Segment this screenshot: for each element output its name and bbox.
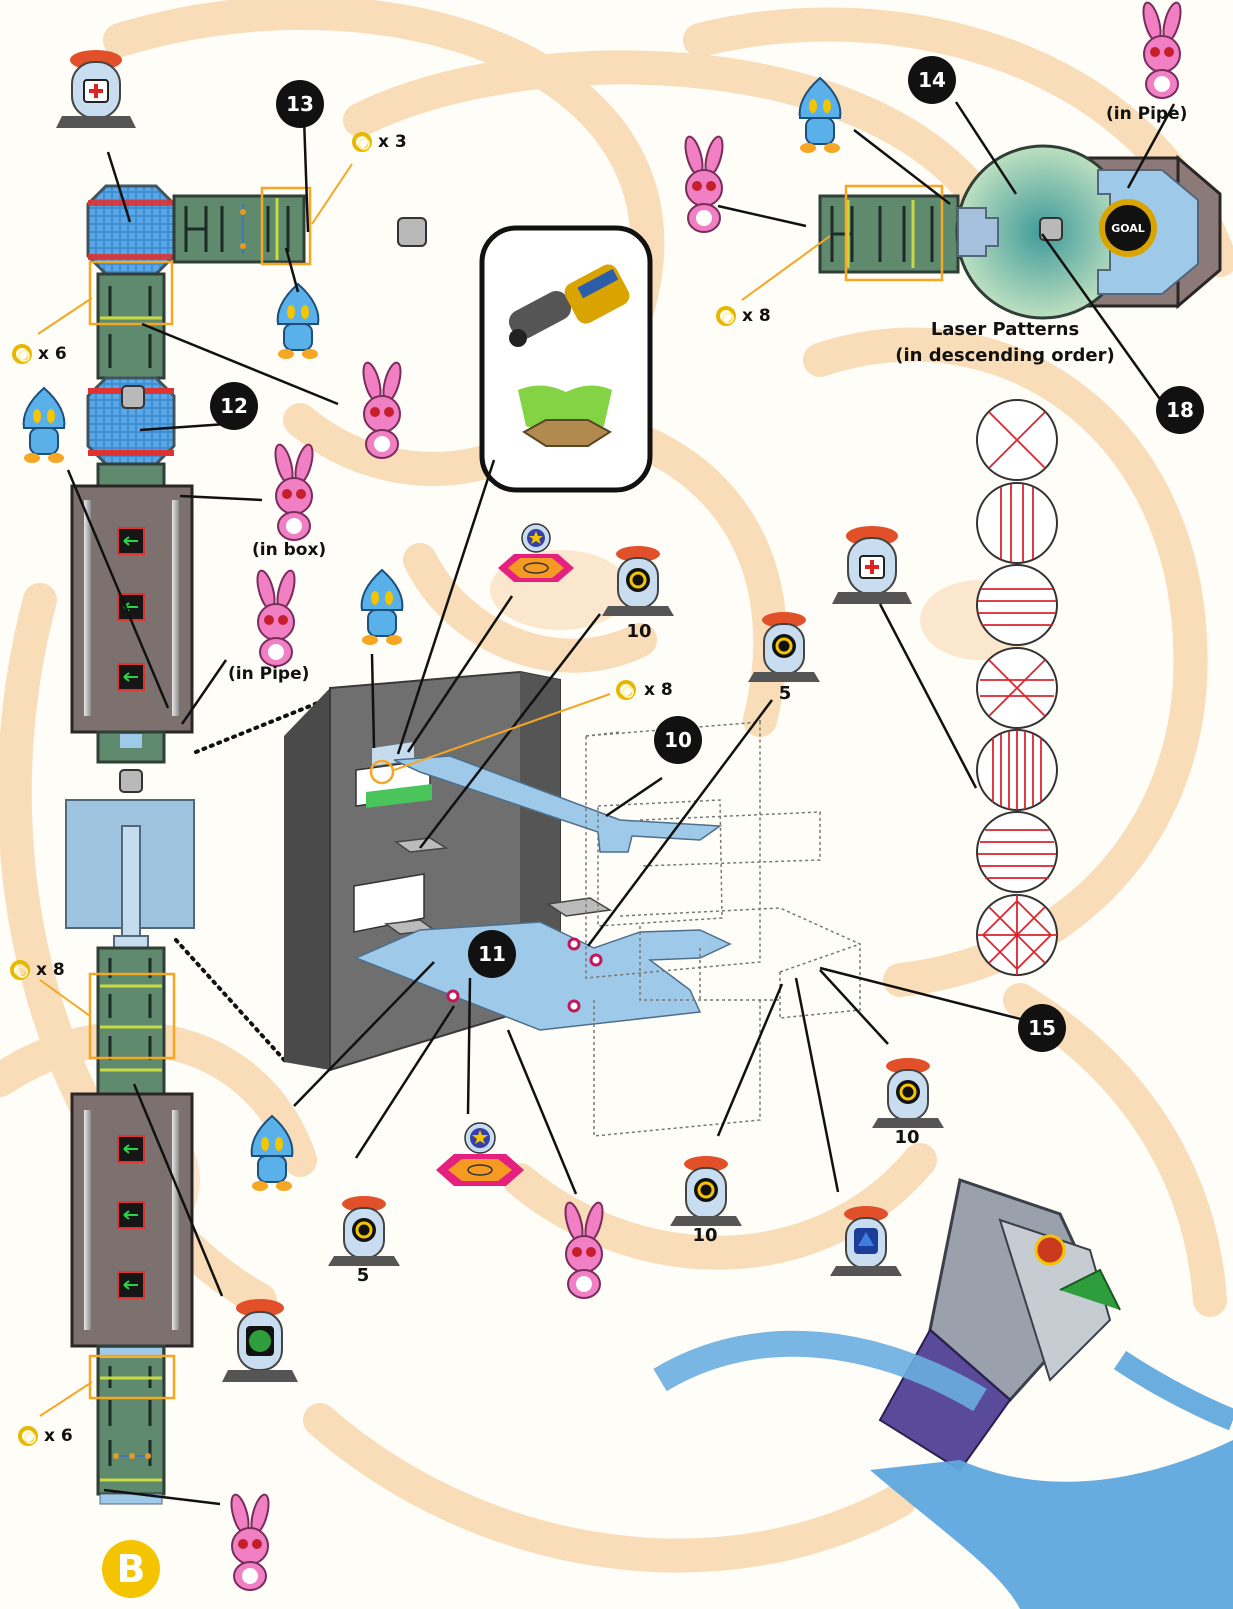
ring-count-top: x 3 <box>378 132 407 152</box>
ring-capsule-icon <box>328 1196 400 1266</box>
laser-pattern-1 <box>977 400 1057 480</box>
note-in-box: (in box) <box>252 540 326 560</box>
ring-icon <box>12 344 32 364</box>
health-capsule-icon <box>832 526 912 604</box>
ring-icon <box>352 132 372 152</box>
chao-icon <box>800 78 841 153</box>
marker-14: 14 <box>908 56 956 104</box>
laser-pattern-5 <box>977 730 1057 810</box>
checkpoint-star-post-icon <box>498 524 574 582</box>
goal-area <box>820 146 1220 318</box>
laser-patterns-caption: Laser Patterns (in descending order) <box>870 317 1140 369</box>
rabbit-icon <box>254 569 298 666</box>
marker-10: 10 <box>654 716 702 764</box>
marker-12: 12 <box>210 382 258 430</box>
health-capsule-icon <box>56 50 136 128</box>
chao-icon <box>252 1116 293 1191</box>
green-tornado-item-icon <box>518 385 612 446</box>
item-frame <box>482 228 650 490</box>
ring-icon <box>18 1426 38 1446</box>
rabbit-icon <box>272 443 316 540</box>
laser-pattern-4 <box>977 648 1057 728</box>
ring-count-left-upper: x 6 <box>38 344 67 364</box>
ring-count-left-mid: x 8 <box>36 960 65 980</box>
marker-18: 18 <box>1156 386 1204 434</box>
ring-icon <box>716 306 736 326</box>
ring-capsule-count: 5 <box>348 1266 378 1286</box>
laser-patterns-title: Laser Patterns <box>870 317 1140 343</box>
switch-block-top <box>398 218 426 246</box>
goal-ring: GOAL <box>1099 199 1157 257</box>
marker-11: 11 <box>468 930 516 978</box>
ring-count-goal-corridor: x 8 <box>742 306 771 326</box>
ring-capsule-icon <box>748 612 820 682</box>
ring-capsule-icon <box>602 546 674 616</box>
ring-capsule-count: 10 <box>892 1128 922 1148</box>
corridor-vertical-upper <box>98 274 164 378</box>
laser-patterns <box>977 400 1057 975</box>
corridor-vertical-middle <box>98 948 164 1094</box>
ring-capsule-icon <box>670 1156 742 1226</box>
ring-count-mid: x 8 <box>644 680 673 700</box>
rabbit-icon <box>1140 1 1184 98</box>
ring-icon <box>616 680 636 700</box>
chao-icon <box>362 570 403 645</box>
3d-structure <box>284 672 860 1136</box>
ring-icon <box>10 960 30 980</box>
ring-capsule-count: 10 <box>624 622 654 642</box>
chao-icon <box>278 284 319 359</box>
shield-capsule-icon <box>222 1299 298 1382</box>
rabbit-icon <box>360 361 404 458</box>
marker-13: 13 <box>276 80 324 128</box>
corridor-vertical-lower <box>98 1346 164 1494</box>
note-in-pipe-left: (in Pipe) <box>228 664 309 684</box>
ring-capsule-count: 5 <box>770 684 800 704</box>
laser-patterns-subtitle: (in descending order) <box>870 343 1140 369</box>
chao-icon <box>24 388 65 463</box>
rabbit-icon <box>682 135 726 232</box>
rabbit-icon <box>562 1201 606 1298</box>
ring-count-left-bottom: x 6 <box>44 1426 73 1446</box>
note-in-pipe-top: (in Pipe) <box>1106 104 1187 124</box>
laser-pattern-6 <box>977 812 1057 892</box>
ring-capsule-icon <box>872 1058 944 1128</box>
mecha-character-art <box>660 1180 1233 1609</box>
ring-capsule-count: 10 <box>690 1226 720 1246</box>
laser-pattern-7 <box>977 895 1057 975</box>
rabbit-icon <box>228 1493 272 1590</box>
laser-pattern-2 <box>977 483 1057 563</box>
marker-15: 15 <box>1018 1004 1066 1052</box>
extra-life-capsule-icon <box>830 1206 902 1276</box>
section-letter-badge: B <box>102 1540 160 1598</box>
checkpoint-star-post-icon <box>436 1123 524 1186</box>
laser-pattern-3 <box>977 565 1057 645</box>
